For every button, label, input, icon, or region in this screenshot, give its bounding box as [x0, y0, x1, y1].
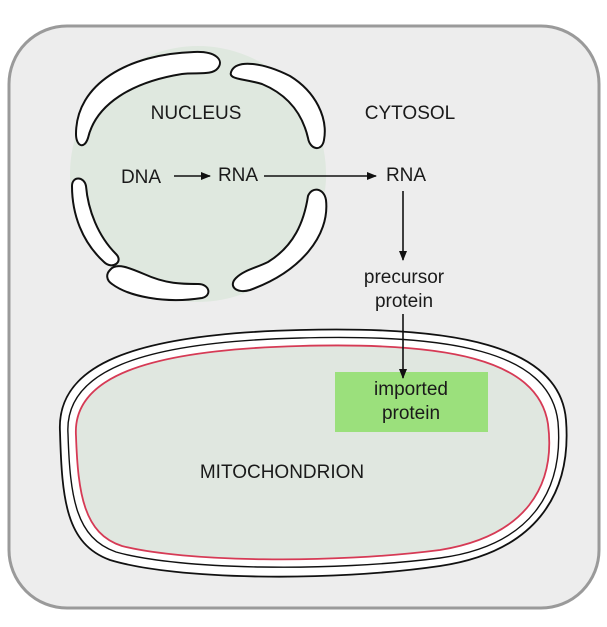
nuclear-pores [70, 46, 326, 302]
flow-arrows [174, 172, 407, 379]
precursor-label-line1: precursor [364, 267, 445, 288]
mitochondrion-label: MITOCHONDRION [200, 462, 364, 483]
nuclear-envelope [70, 50, 328, 301]
nuclear-envelope-left [70, 177, 120, 267]
precursor-label-line2: protein [375, 291, 433, 312]
imported-protein-box [335, 372, 488, 432]
mitochondrion-inner-membrane-outline [67, 336, 560, 568]
imported-label-line2: protein [382, 403, 440, 424]
imported-label-line1: imported [374, 379, 448, 400]
dna-label: DNA [121, 167, 161, 188]
nuclear-envelope-top [74, 50, 221, 147]
nucleus-label: NUCLEUS [151, 103, 242, 124]
nuclear-envelope-right [231, 188, 328, 292]
rna-cytosolic-label: RNA [386, 165, 426, 186]
nucleus-interior [70, 46, 326, 302]
rna-nuclear-label: RNA [218, 165, 258, 186]
nuclear-envelope-bottom [106, 265, 210, 301]
nuclear-envelope-top-right [229, 62, 326, 149]
cytosol-label: CYTOSOL [365, 103, 455, 124]
